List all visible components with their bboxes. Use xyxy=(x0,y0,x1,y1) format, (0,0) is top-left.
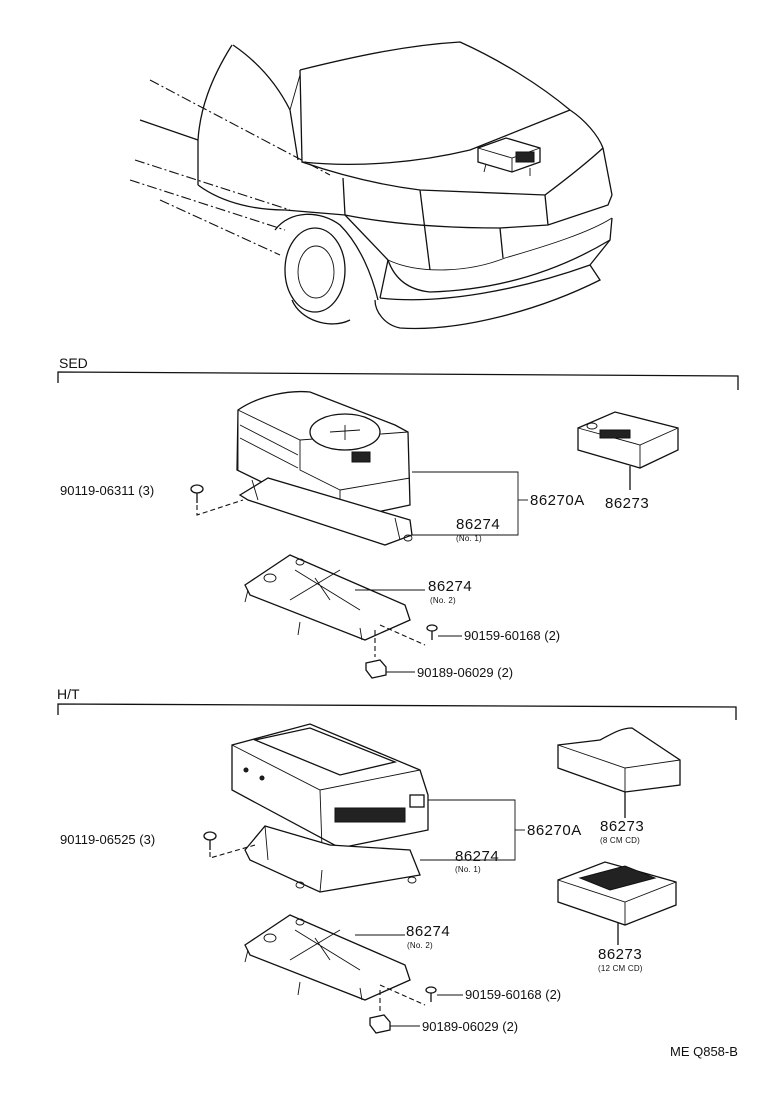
sed-bracket1-part-number: 86274 xyxy=(456,516,501,533)
ht-bracket2-part-number: 86274 xyxy=(406,923,451,940)
ht-bracket-no2 xyxy=(244,914,411,1001)
ht-bracket1-part-number: 86274 xyxy=(455,848,500,865)
ht-bracket2-note: (No. 2) xyxy=(407,941,433,950)
sed-screw-part-number: 90159-60168 (2) xyxy=(464,628,561,643)
sed-bracket1-note: (No. 1) xyxy=(456,534,482,543)
ht-magazine-8-note: (8 CM CD) xyxy=(600,836,641,845)
car-illustration xyxy=(129,41,613,330)
ht-magazine-12-part-number: 86273 xyxy=(598,946,643,963)
sed-bolt-part-number: 90119-06311 (3) xyxy=(60,483,155,498)
ht-changer-part-number: 86270A xyxy=(527,822,582,839)
trunk-changer-location xyxy=(477,137,541,176)
ht-screw-part-number: 90159-60168 (2) xyxy=(465,987,562,1002)
ht-magazine-8-part-number: 86273 xyxy=(600,818,645,835)
sed-changer-part-number: 86270A xyxy=(530,492,585,509)
ht-bolt-icon xyxy=(203,831,256,859)
sed-bolt-icon xyxy=(190,484,244,516)
ht-bracket-no1 xyxy=(244,825,421,893)
sed-section-bracket xyxy=(57,371,739,390)
ht-clip-icon xyxy=(369,990,391,1034)
ht-bracket1-note: (No. 1) xyxy=(455,865,481,874)
ht-changer-unit xyxy=(231,723,429,849)
ht-bolt-part-number: 90119-06525 (3) xyxy=(60,832,156,847)
section-label-hardtop: H/T xyxy=(57,686,80,702)
sed-clip-icon xyxy=(365,630,387,679)
sed-magazine xyxy=(577,411,679,490)
sed-bracket2-part-number: 86274 xyxy=(428,578,473,595)
sed-bracket-no2 xyxy=(244,554,411,641)
sed-bracket2-note: (No. 2) xyxy=(430,596,456,605)
ht-magazine-12cm xyxy=(557,861,677,945)
sed-screw-icon xyxy=(379,624,438,646)
sed-clip-part-number: 90189-06029 (2) xyxy=(417,665,514,680)
section-label-sedan: SED xyxy=(59,355,88,371)
ht-magazine-12-note: (12 CM CD) xyxy=(598,964,643,973)
ht-screw-icon xyxy=(379,984,437,1006)
ht-clip-part-number: 90189-06029 (2) xyxy=(422,1019,519,1034)
ht-magazine-8cm xyxy=(557,727,681,818)
ht-section-bracket xyxy=(57,703,737,720)
figure-code: ME Q858-B xyxy=(670,1044,738,1059)
sed-magazine-part-number: 86273 xyxy=(605,495,650,512)
